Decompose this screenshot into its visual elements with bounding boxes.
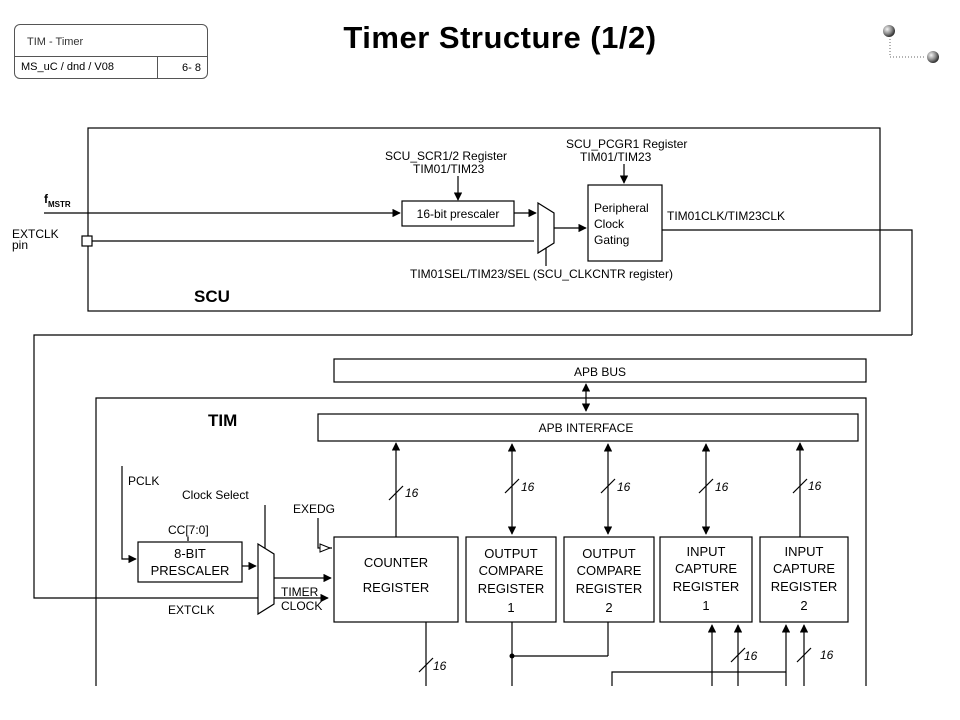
icr1-line4: 1 [702,598,709,613]
clock-select-label: Clock Select [182,488,249,502]
prescaler-8bit-line2: PRESCALER [151,563,230,578]
ocr1-line2: COMPARE [479,563,544,578]
scr-register-label: SCU_SCR1/2 Register [385,149,507,163]
timer-clock-line2: CLOCK [281,599,322,613]
capture-feed-wire [611,671,786,686]
counter-line2: REGISTER [363,580,429,595]
gating-line1: Peripheral [594,201,649,215]
extclk-pin-pad [81,235,93,247]
extclk-route-wire [33,334,912,603]
icr1-line3: REGISTER [673,579,739,594]
prescaler-8bit-block [137,541,243,583]
doc-id-label: MS_uC / dnd / V08 [21,61,114,73]
prescaler-16bit-block [401,200,515,227]
pcgr-register-label: SCU_PCGR1 Register [566,137,687,151]
slide-header-box: TIM - Timer MS_uC / dnd / V08 6- 8 [14,24,208,79]
icr1-line2: CAPTURE [675,561,737,576]
gating-line3: Gating [594,233,629,247]
counter-bus-slash [388,485,404,501]
output-compare-register-2 [563,536,655,623]
ocr2-line4: 2 [605,600,612,615]
icr1-line1: INPUT [687,544,726,559]
scu-clock-mux [537,201,555,255]
prescaler-16bit-label: 16-bit prescaler [417,207,500,221]
page-title: Timer Structure (1/2) [343,20,657,55]
ocr1-bus-slash [504,478,520,494]
tim-clock-mux [257,542,275,616]
clock-gating-block [587,184,663,262]
icr1-in-slash [730,647,746,663]
header-divider [15,56,207,57]
ocr1-line4: 1 [507,600,514,615]
ocr2-line1: OUTPUT [582,546,636,561]
icr2-line3: REGISTER [771,579,837,594]
icr2-in-slash [796,647,812,663]
scr-tim-label: TIM01/TIM23 [413,162,485,176]
page-number: 6- 8 [182,62,201,74]
icr2-in-width: 16 [820,648,834,662]
counter-out-width: 16 [433,659,447,673]
apb-interface-label: APB INTERFACE [539,421,634,435]
apb-bus-block [333,358,867,383]
tim-label: TIM [208,411,237,430]
gating-line2: Clock [594,217,625,231]
exedg-wire [317,518,332,549]
ocr2-bus-width: 16 [617,480,631,494]
logo-icon [883,25,939,63]
pcgr-tim-label: TIM01/TIM23 [580,150,652,164]
icr2-bus-width: 16 [808,479,822,493]
cc-label: CC[7:0] [168,523,209,537]
icr1-bus-slash [698,478,714,494]
ocr1-line3: REGISTER [478,581,544,596]
prescaler-8bit-line1: 8-BIT [174,546,206,561]
extclk-pin-label: EXTCLK [12,227,59,241]
course-label: TIM - Timer [27,36,84,48]
pclk-wire [121,466,137,564]
counter-line1: COUNTER [364,555,428,570]
scu-label: SCU [194,287,230,306]
apb-bus-label: APB BUS [574,365,626,379]
exedg-edge-icon [319,543,332,553]
sel-label: TIM01SEL/TIM23/SEL (SCU_CLKCNTR register… [410,267,673,281]
clk-out-label: TIM01CLK/TIM23CLK [667,209,785,223]
timer-clock-line1: TIMER [281,585,319,599]
apb-interface-block [317,413,859,442]
tim-boundary [95,397,867,686]
clk-out-wire [662,229,913,335]
counter-bus-width: 16 [405,486,419,500]
ocr2-bus-slash [600,478,616,494]
pin-label: pin [12,238,28,252]
ocr1-line1: OUTPUT [484,546,538,561]
scu-boundary [87,127,881,312]
exedg-label: EXEDG [293,502,335,516]
fmstr-label: fMSTR [44,192,71,209]
ocr1-bus-width: 16 [521,480,535,494]
pclk-label: PCLK [128,474,159,488]
icr1-in-width: 16 [744,649,758,663]
icr1-bus-width: 16 [715,480,729,494]
icr2-line4: 2 [800,598,807,613]
counter-register-block [333,536,459,623]
icr2-line1: INPUT [785,544,824,559]
tim-extclk-label: EXTCLK [168,603,215,617]
icr2-line2: CAPTURE [773,561,835,576]
compare-junction-dot [509,653,515,659]
input-capture-register-2 [759,536,849,623]
input-capture-register-1 [659,536,753,623]
ocr2-line3: REGISTER [576,581,642,596]
header-vertical-divider [157,56,158,78]
ocr2-line2: COMPARE [577,563,642,578]
icr2-bus-slash [792,478,808,494]
counter-out-slash [418,657,434,673]
output-compare-register-1 [465,536,557,623]
